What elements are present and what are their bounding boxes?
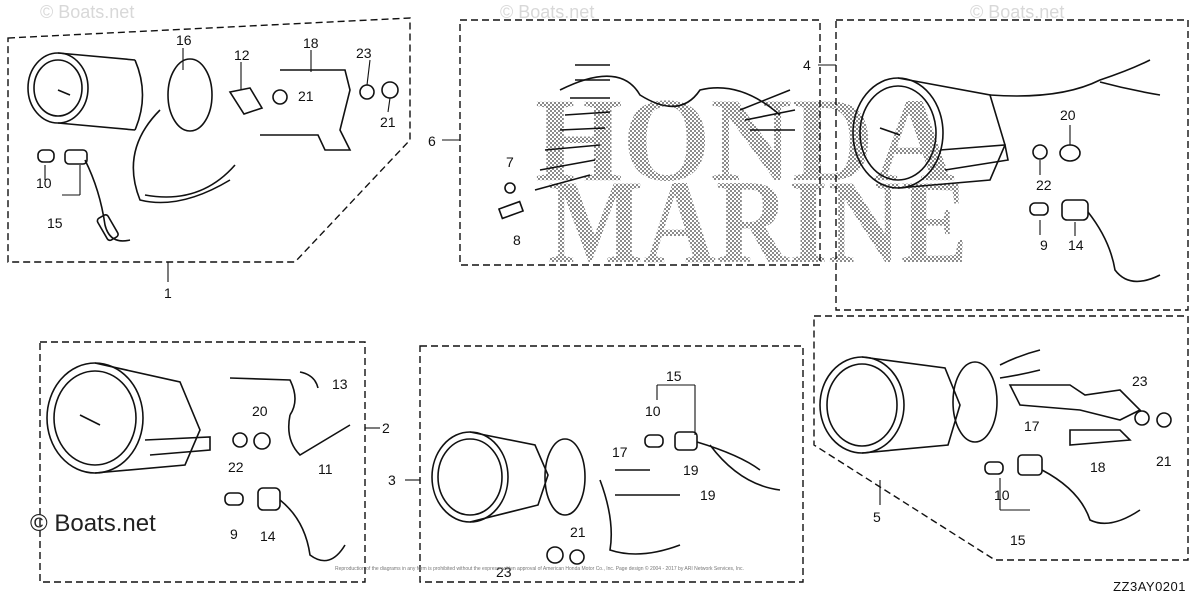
leader-lines bbox=[44, 48, 1076, 511]
part-label: 5 bbox=[873, 509, 881, 525]
part-label: 15 bbox=[47, 215, 63, 231]
group-box-2 bbox=[39, 341, 366, 583]
part-label: 6 bbox=[428, 133, 436, 149]
part-label: 11 bbox=[318, 461, 333, 477]
brand-art-line2: MARINE bbox=[548, 155, 968, 288]
watermark: © Boats.net bbox=[970, 2, 1065, 22]
wire-harness-6 bbox=[497, 64, 796, 220]
gauge-assembly-3 bbox=[431, 431, 781, 565]
part-label: 20 bbox=[252, 403, 268, 419]
watermark: © Boats.net bbox=[500, 2, 595, 22]
part-label: 19 bbox=[683, 462, 699, 478]
part-label: 7 bbox=[506, 154, 514, 170]
part-label: 23 bbox=[1132, 373, 1148, 389]
part-label: 10 bbox=[994, 487, 1010, 503]
gauge-assembly-2 bbox=[46, 362, 351, 562]
part-label: 15 bbox=[666, 368, 682, 384]
part-label: 17 bbox=[1024, 418, 1040, 434]
part-label: 16 bbox=[176, 32, 192, 48]
part-label: 23 bbox=[496, 564, 512, 580]
part-label: 10 bbox=[645, 403, 661, 419]
part-label: 10 bbox=[36, 175, 52, 191]
part-label: 3 bbox=[388, 472, 396, 488]
part-label: 15 bbox=[1010, 532, 1026, 548]
part-label: 21 bbox=[1156, 453, 1172, 469]
part-label: 2 bbox=[382, 420, 390, 436]
part-label: 21 bbox=[570, 524, 586, 540]
part-label: 18 bbox=[1090, 459, 1106, 475]
part-label: 21 bbox=[298, 88, 314, 104]
group-box-3 bbox=[419, 345, 804, 583]
part-label: 1 bbox=[164, 285, 172, 301]
part-label: 23 bbox=[356, 45, 372, 61]
gauge-assembly-4 bbox=[852, 59, 1161, 283]
part-label: 19 bbox=[700, 487, 716, 503]
gauge-assembly-5 bbox=[819, 349, 1172, 525]
part-label: 13 bbox=[332, 376, 348, 392]
group-box-6 bbox=[459, 19, 821, 266]
brand-art-line1: HONDA bbox=[535, 73, 955, 206]
group-box-5 bbox=[813, 315, 1189, 561]
part-label: 4 bbox=[803, 57, 811, 73]
part-labels: 16 12 18 23 21 21 10 15 1 6 7 8 4 20 22 … bbox=[36, 32, 1172, 580]
part-label: 22 bbox=[228, 459, 244, 475]
part-label: 21 bbox=[380, 114, 396, 130]
part-label: 18 bbox=[303, 35, 319, 51]
part-label: 12 bbox=[234, 47, 250, 63]
part-label: 9 bbox=[230, 526, 238, 542]
group-box-1 bbox=[7, 17, 411, 263]
gauge-assembly-1 bbox=[27, 52, 399, 242]
part-label: 8 bbox=[513, 232, 521, 248]
part-label: 14 bbox=[260, 528, 276, 544]
part-label: 9 bbox=[1040, 237, 1048, 253]
brand-logo: © Boats.net bbox=[30, 510, 156, 537]
part-label: 22 bbox=[1036, 177, 1052, 193]
part-label: 14 bbox=[1068, 237, 1084, 253]
part-label: 17 bbox=[612, 444, 628, 460]
part-label: 20 bbox=[1060, 107, 1076, 123]
group-box-4 bbox=[835, 19, 1189, 311]
diagram-code: ZZ3AY0201 bbox=[1113, 579, 1186, 594]
watermark: © Boats.net bbox=[40, 2, 135, 22]
copyright-notice: Reproduction of the diagrams in any form… bbox=[335, 566, 744, 572]
